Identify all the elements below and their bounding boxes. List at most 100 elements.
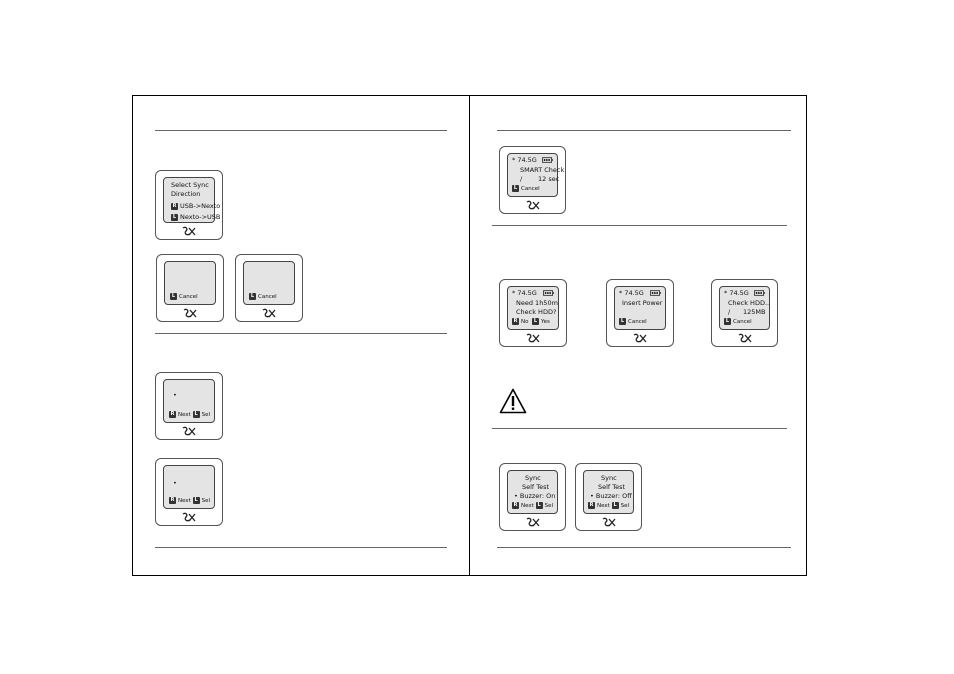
- screen-text: Direction: [171, 190, 201, 198]
- l-key-icon: L: [170, 293, 177, 300]
- option-label: Nexto->USB: [180, 213, 221, 221]
- softkey-label: Cancel: [733, 319, 752, 325]
- rule-mid-left: [155, 333, 447, 334]
- rule-mid2-right: [492, 428, 787, 429]
- screen-text: Check HDD..: [728, 299, 770, 307]
- battery-icon: [754, 290, 765, 296]
- rule-bottom-left: [155, 547, 447, 548]
- battery-icon: [543, 290, 554, 296]
- sx-logo-icon: [525, 516, 541, 528]
- softkey-sel: Sel: [201, 498, 210, 504]
- screen-text: Sync: [525, 474, 541, 482]
- softkey-label: Cancel: [179, 294, 198, 300]
- screen-time: 12 sec: [538, 175, 560, 183]
- sx-logo-icon: [632, 332, 648, 344]
- l-key-icon: L: [512, 185, 519, 192]
- screen-text: Check HDD?: [516, 308, 557, 316]
- l-key-icon: L: [724, 318, 731, 325]
- screen-text: Need 1h50m: [516, 299, 558, 307]
- capacity-label: * 74.5G: [512, 289, 537, 297]
- l-key-icon: L: [531, 318, 539, 325]
- l-key-icon: L: [611, 502, 619, 509]
- sx-logo-icon: [261, 307, 277, 319]
- screen-text: Self Test: [522, 483, 550, 491]
- screen-text: Self Test: [598, 483, 626, 491]
- softkey-sel: Sel: [544, 503, 553, 509]
- screen-size: 125MB: [743, 308, 766, 316]
- sx-logo-icon: [181, 225, 197, 237]
- page-divider: [469, 95, 470, 576]
- sx-logo-icon: [182, 307, 198, 319]
- rule-mid1-right: [492, 225, 787, 226]
- screen-slash: /: [520, 175, 523, 183]
- sx-logo-icon: [181, 425, 197, 437]
- softkey-label: Cancel: [521, 186, 540, 192]
- softkey-no: No: [521, 319, 529, 325]
- r-key-icon: R: [169, 411, 176, 418]
- l-key-icon: L: [535, 502, 543, 509]
- rule-top-right: [497, 130, 791, 131]
- rule-bottom-right: [497, 547, 791, 548]
- capacity-label: * 74.5G: [512, 156, 537, 164]
- r-key-icon: R: [169, 497, 176, 504]
- softkey-next: Next: [521, 503, 534, 509]
- screen-text: Insert Power: [622, 299, 663, 307]
- l-key-icon: L: [171, 213, 178, 221]
- softkey-next: Next: [597, 503, 610, 509]
- screen-text: Select Sync: [171, 181, 209, 189]
- menu-bullet: •: [173, 391, 177, 399]
- capacity-label: * 74.5G: [619, 289, 644, 297]
- warning-triangle-icon: [499, 388, 527, 414]
- softkey-yes: Yes: [540, 319, 550, 325]
- l-key-icon: L: [249, 293, 256, 300]
- battery-icon: [650, 290, 661, 296]
- softkey-label: Cancel: [258, 294, 277, 300]
- sx-logo-icon: [737, 332, 753, 344]
- option-label: USB->Nexto: [180, 202, 221, 210]
- rule-top-left: [155, 130, 447, 131]
- r-key-icon: R: [512, 318, 519, 325]
- menu-bullet: •: [173, 479, 177, 487]
- r-key-icon: R: [588, 502, 595, 509]
- softkey-next: Next: [178, 412, 191, 418]
- screen-text: SMART Check: [520, 166, 565, 174]
- r-key-icon: R: [512, 502, 519, 509]
- softkey-label: Cancel: [628, 319, 647, 325]
- buzzer-option: • Buzzer: Off: [590, 492, 632, 500]
- l-key-icon: L: [192, 411, 200, 418]
- softkey-next: Next: [178, 498, 191, 504]
- sx-logo-icon: [181, 511, 197, 523]
- capacity-label: * 74.5G: [724, 289, 749, 297]
- softkey-sel: Sel: [201, 412, 210, 418]
- l-key-icon: L: [192, 497, 200, 504]
- sx-logo-icon: [525, 332, 541, 344]
- l-key-icon: L: [619, 318, 626, 325]
